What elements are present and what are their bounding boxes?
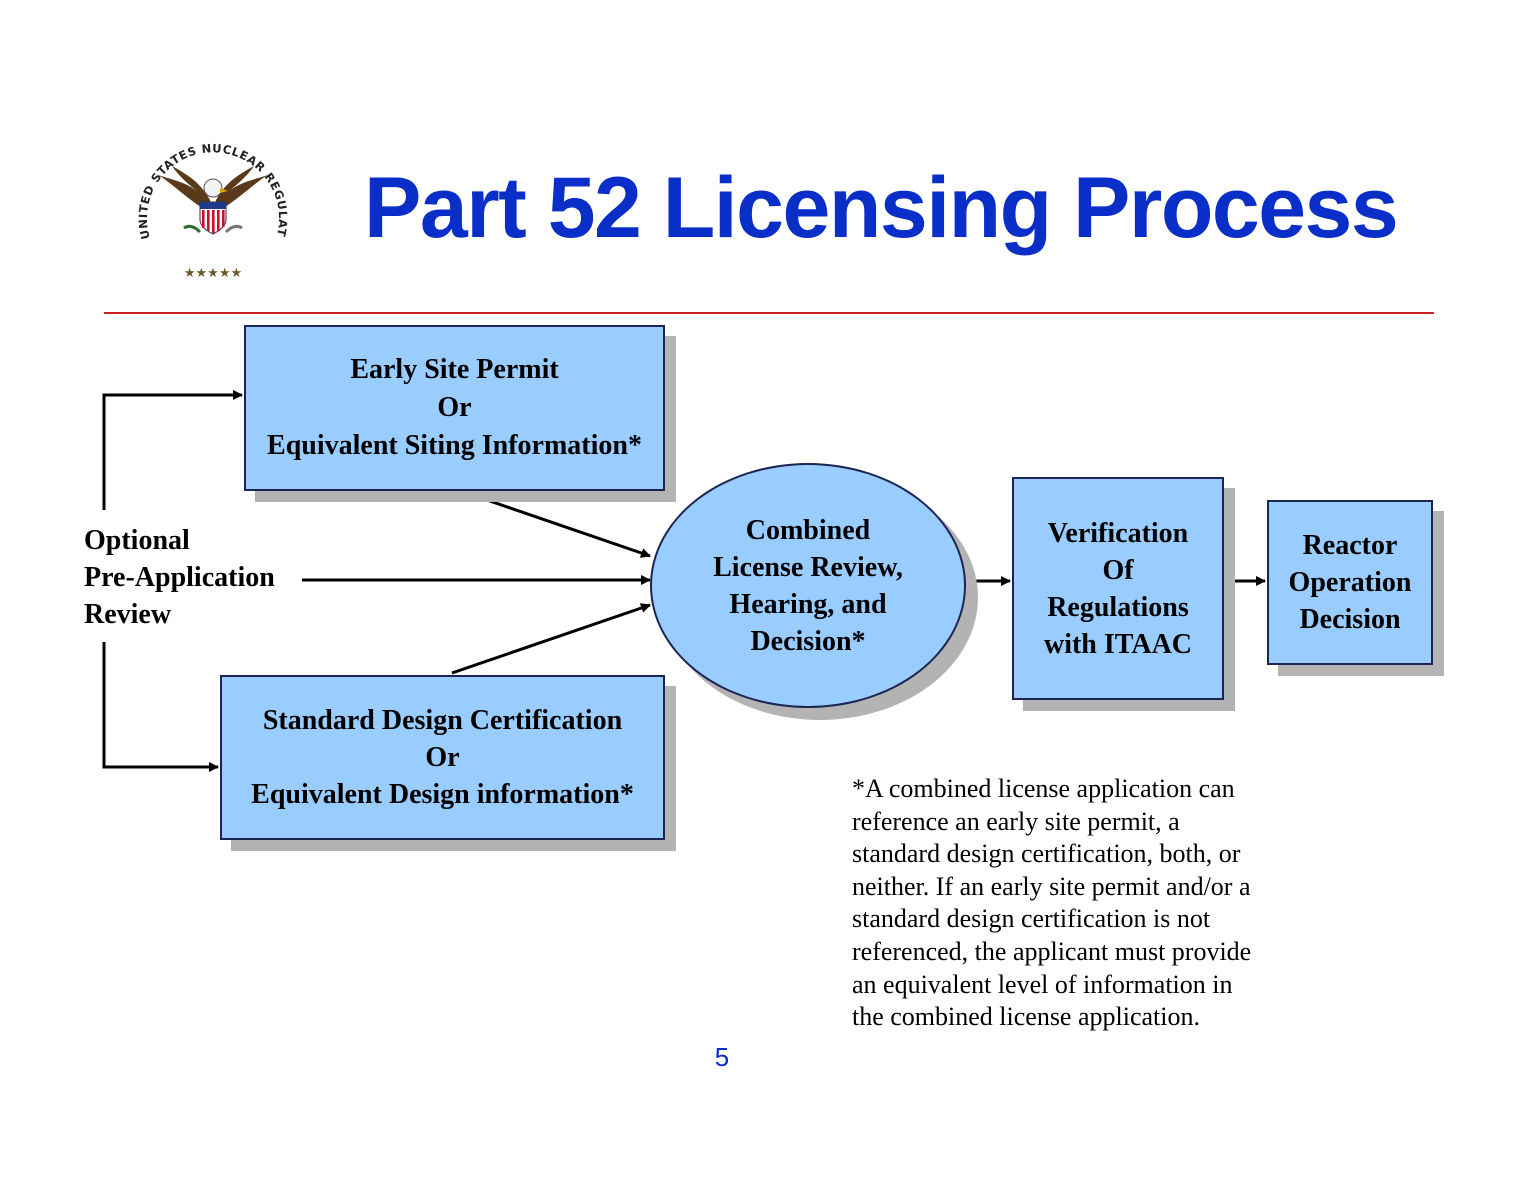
footnote-line: the combined license application. <box>852 1002 1200 1032</box>
optional-pre-application-review-label: Optional Pre-Application Review <box>84 522 304 633</box>
optional-line-3: Review <box>84 599 172 630</box>
col-line-4: Decision* <box>750 625 866 657</box>
rod-line-3: Decision <box>1299 604 1401 635</box>
ver-line-1: Verification <box>1047 517 1189 549</box>
rod-line-2: Operation <box>1288 567 1412 598</box>
footnote-line: standard design certification, both, or <box>852 839 1241 869</box>
col-line-1: Combined <box>745 514 871 546</box>
optional-line-2: Pre-Application <box>84 562 275 593</box>
optional-line-1: Optional <box>84 525 190 556</box>
connector-optional-to-sdc <box>102 642 219 772</box>
col-line-2: License Review, <box>713 551 903 583</box>
footnote: *A combined license application can refe… <box>852 773 1292 1034</box>
sdc-line-2: Or <box>425 742 460 773</box>
connector-sdc-to-combined <box>451 603 651 675</box>
nrc-seal-logo: UNITED STATES NUCLEAR REGULATORY COMMISS… <box>128 120 290 281</box>
ver-line-4: with ITAAC <box>1043 628 1193 660</box>
page-title: Part 52 Licensing Process <box>364 160 1399 256</box>
sdc-line-3: Equivalent Design information* <box>251 779 634 810</box>
rod-line-1: Reactor <box>1302 530 1398 561</box>
footnote-line: *A combined license application can <box>852 774 1235 803</box>
sdc-line-1: Standard Design Certification <box>262 705 623 736</box>
footnote-line: neither. If an early site permit and/or … <box>852 871 1251 901</box>
connector-optional-to-esp <box>102 390 243 510</box>
ver-line-2: Of <box>1102 554 1134 586</box>
col-line-3: Hearing, and <box>729 588 887 620</box>
page-number: 5 <box>714 1042 730 1072</box>
standard-design-certification-box: Standard Design Certification Or Equival… <box>220 675 665 840</box>
combined-license-review-ellipse: Combined License Review, Hearing, and De… <box>650 463 966 708</box>
footnote-line: an equivalent level of information in <box>852 969 1233 999</box>
esp-line-3: Equivalent Siting Information* <box>267 430 642 461</box>
footnote-line: standard design certification is not <box>852 904 1211 934</box>
footnote-line: reference an early site permit, a <box>852 806 1180 836</box>
footnote-line: referenced, the applicant must provide <box>852 936 1252 966</box>
ver-line-3: Regulations <box>1047 591 1189 623</box>
reactor-operation-decision-box: Reactor Operation Decision <box>1267 500 1433 665</box>
esp-line-1: Early Site Permit <box>350 354 559 385</box>
verification-itaac-box: Verification Of Regulations with ITAAC <box>1012 477 1224 700</box>
early-site-permit-box: Early Site Permit Or Equivalent Siting I… <box>244 325 665 491</box>
svg-text:★★★★★: ★★★★★ <box>184 266 242 281</box>
esp-line-2: Or <box>437 392 472 423</box>
connector-esp-to-combined <box>451 486 651 558</box>
title-divider <box>104 312 1434 314</box>
